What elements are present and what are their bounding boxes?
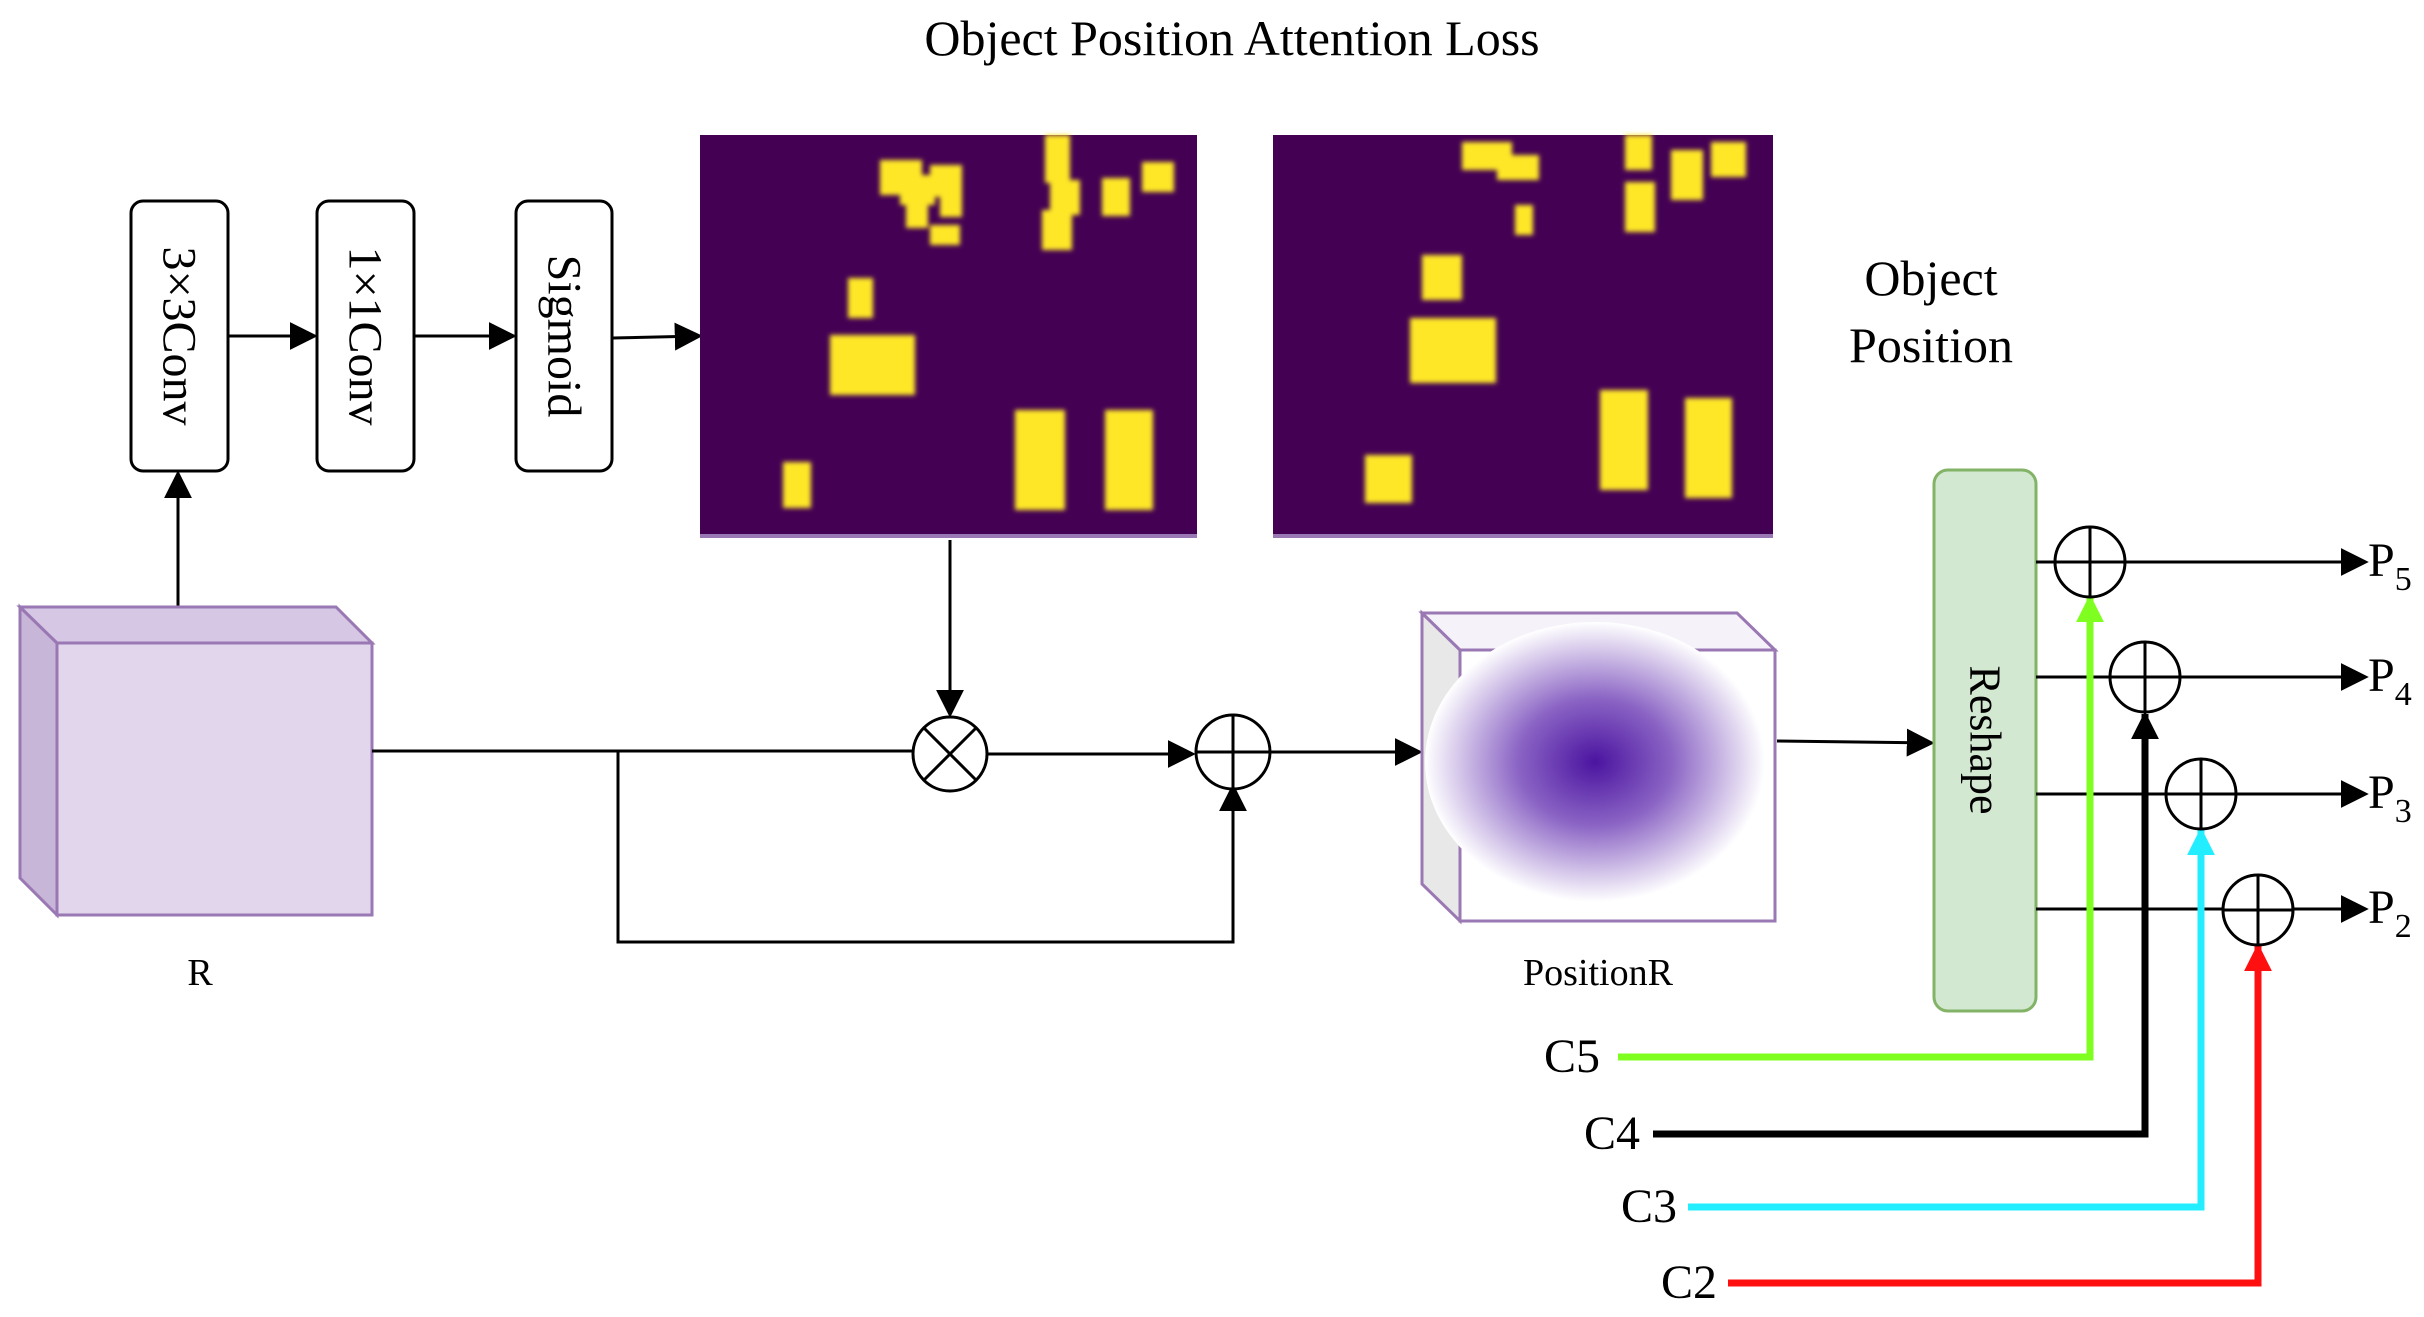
- output-label-p5: P5: [2368, 534, 2412, 598]
- object-position-label-line1: Object: [1864, 250, 1997, 306]
- feature-r-label: R: [187, 952, 213, 994]
- feature-cube-r: [16, 603, 376, 919]
- c2-path: [1728, 943, 2272, 1287]
- reshape-block: Reshape: [1932, 468, 2038, 1013]
- skip-connection-line: [616, 751, 1247, 944]
- sigmoid-block: Sigmoid: [514, 199, 614, 473]
- add-operator-p3: [2164, 757, 2238, 831]
- object-position-blobs: [1365, 135, 1746, 503]
- object-position-label-line2: Position: [1849, 317, 2013, 373]
- position-r-label: PositionR: [1523, 952, 1674, 994]
- input-label-c2: C2: [1661, 1256, 1717, 1309]
- conv1x1-label: 1×1Conv: [339, 246, 392, 425]
- object-position-map: [1273, 135, 1773, 538]
- arrow-positionr-to-reshape: [1776, 728, 1935, 757]
- conv1x1-block: 1×1Conv: [315, 199, 416, 473]
- add-operator-p5: [2053, 525, 2127, 599]
- add-operator: [1194, 713, 1272, 791]
- output-label-p4: P4: [2368, 649, 2412, 713]
- c4-path: [1653, 711, 2159, 1138]
- multiply-operator: [911, 715, 989, 793]
- arrow-sigmoid-to-map: [612, 322, 703, 351]
- diagram-title: Object Position Attention Loss: [924, 10, 1539, 66]
- attention-map-predicted: [700, 135, 1197, 538]
- input-label-c3: C3: [1621, 1180, 1677, 1233]
- add-operator-p2: [2221, 873, 2295, 947]
- c5-path: [1618, 594, 2104, 1061]
- c3-path: [1688, 827, 2215, 1211]
- sigmoid-label: Sigmoid: [538, 255, 591, 418]
- reshape-label: Reshape: [1961, 665, 2010, 814]
- conv3x3-label: 3×3Conv: [153, 246, 206, 425]
- predicted-blobs: [783, 135, 1174, 510]
- conv3x3-block: 3×3Conv: [129, 199, 230, 473]
- position-r-cube: [1418, 609, 1779, 925]
- input-label-c4: C4: [1584, 1107, 1640, 1160]
- input-label-c5: C5: [1544, 1030, 1600, 1083]
- add-operator-p4: [2108, 640, 2182, 714]
- output-label-p3: P3: [2368, 766, 2412, 830]
- output-label-p2: P2: [2368, 881, 2412, 945]
